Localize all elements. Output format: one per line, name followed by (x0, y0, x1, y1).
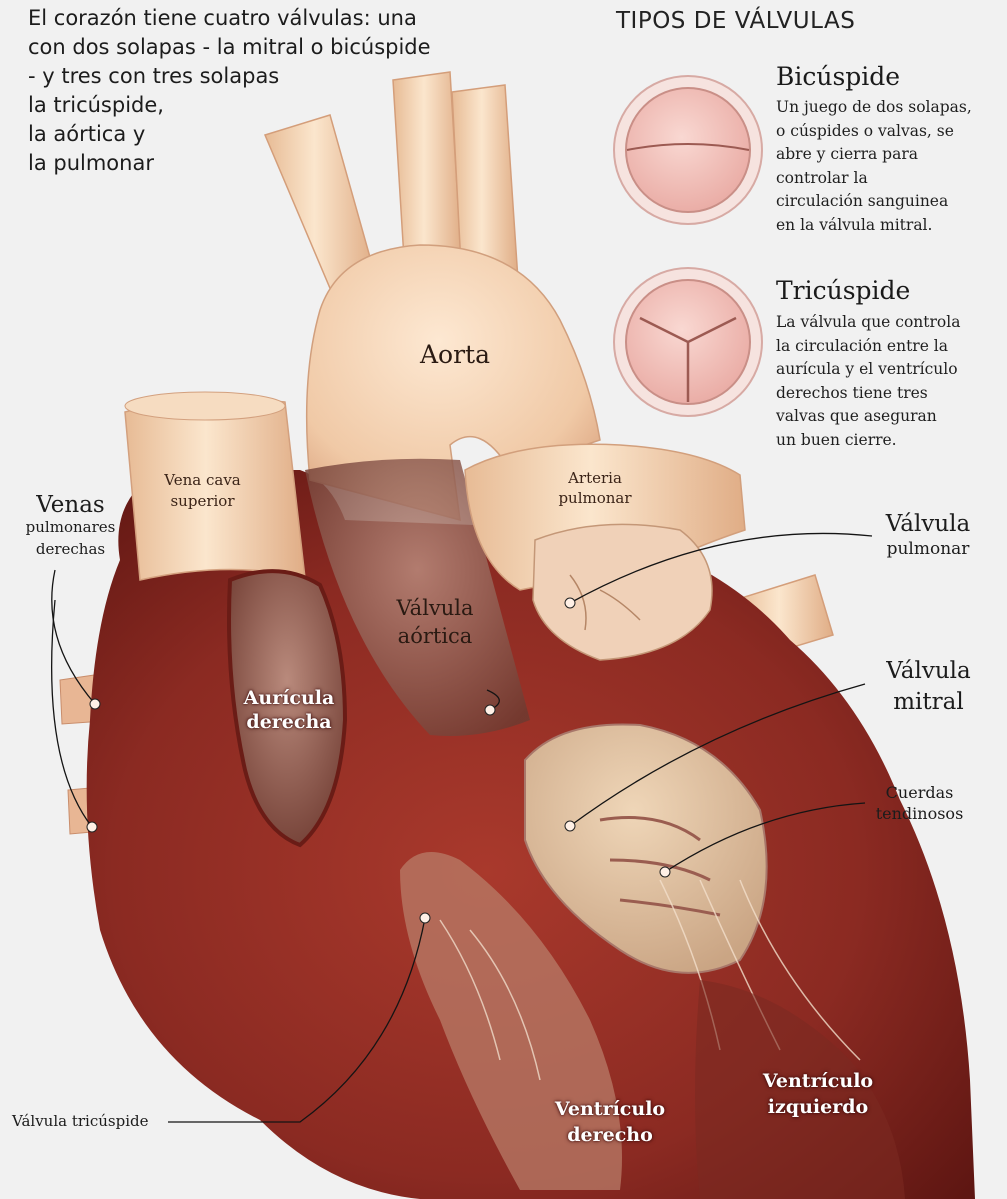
label-ventriculo-derecho: Ventrículo derecho (554, 1098, 666, 1146)
label-dots (86, 597, 671, 924)
right-atrium-cavity (227, 569, 348, 848)
tricuspid-valve-disc (613, 267, 763, 417)
label-valvula-tricuspide: Válvula tricúspide (12, 1112, 149, 1130)
pulmonary-valve (532, 523, 713, 661)
bicuspid-valve-disc (613, 75, 763, 225)
tricuspid-title: Tricúspide (776, 276, 911, 305)
mitral-valve (524, 723, 768, 974)
tricuspid-description: La válvula que controla la circulación e… (776, 313, 961, 449)
label-venas-title: Venas (36, 492, 105, 518)
intro-text: El corazón tiene cuatro válvulas: una co… (28, 6, 431, 175)
label-aorta: Aorta (419, 340, 490, 369)
bicuspid-description: Un juego de dos solapas, o cúspides o va… (776, 98, 972, 234)
label-valvula-aortica: Válvula aórtica (396, 596, 474, 648)
label-vena-cava: Vena cava superior (164, 471, 241, 510)
label-valvula-pulmonar-sub: pulmonar (886, 539, 970, 559)
label-ventriculo-izquierdo: Ventrículo izquierdo (762, 1070, 874, 1118)
leader-lines (51, 532, 873, 1123)
valve-types-title: TIPOS DE VÁLVULAS (616, 8, 856, 34)
label-arteria-pulmonar: Arteria pulmonar (558, 469, 632, 507)
right-ventricle-cavity (400, 852, 622, 1190)
label-venas-sub: pulmonares derechas (25, 518, 116, 558)
label-valvula-mitral: Válvula mitral (886, 658, 971, 715)
label-valvula-pulmonar-title: Válvula (885, 511, 971, 537)
label-cuerdas: Cuerdas tendinosos (875, 783, 964, 823)
bicuspid-title: Bicúspide (776, 62, 901, 91)
left-ventricle-cavity (695, 980, 905, 1199)
label-auricula-derecha: Aurícula derecha (243, 687, 335, 733)
